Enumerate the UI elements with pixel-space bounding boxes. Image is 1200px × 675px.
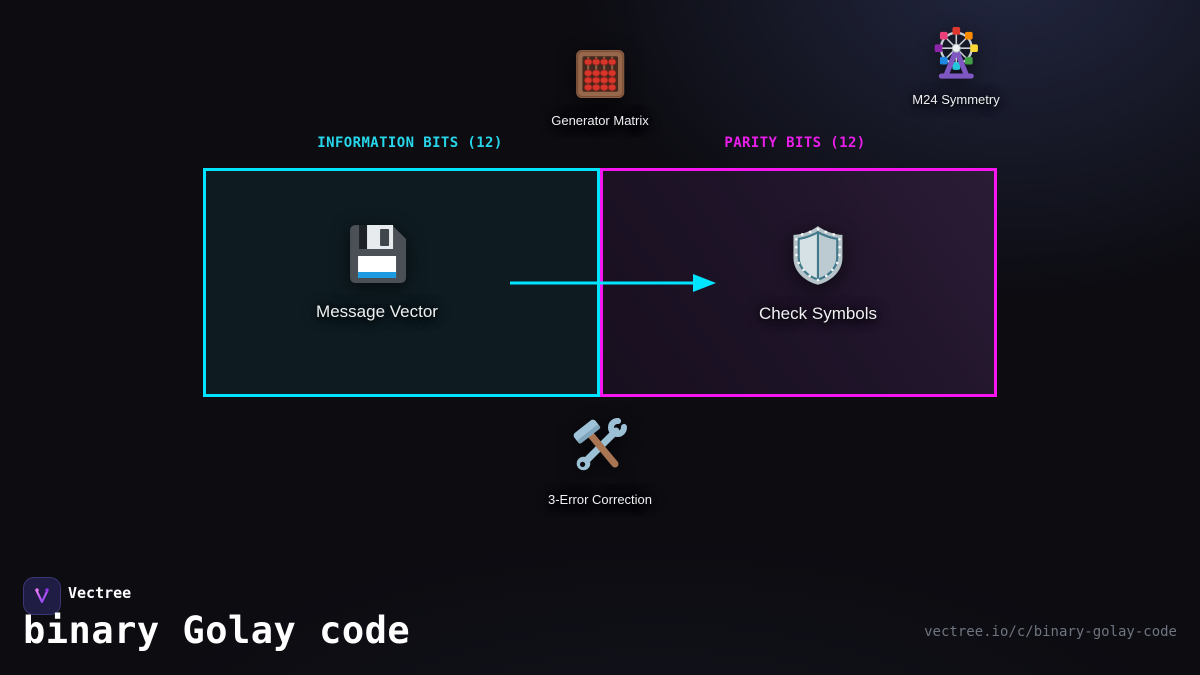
page-url: vectree.io/c/binary-golay-code: [924, 624, 1177, 640]
node-generator-matrix: Generator Matrix: [551, 49, 649, 128]
parity-bits-box: Check Symbols: [600, 168, 997, 397]
vectree-logo: [23, 577, 61, 615]
node-m24-symmetry: M24 Symmetry: [912, 26, 1000, 107]
vectree-logo-icon: [35, 588, 49, 604]
node-error-correction: 3-Error Correction: [548, 416, 652, 507]
error-correction-label: 3-Error Correction: [547, 492, 653, 507]
parity-bits-heading: PARITY BITS (12): [724, 135, 866, 151]
check-symbols-label: Check Symbols: [758, 304, 878, 323]
floppy-disk-icon: [347, 224, 407, 284]
m24-symmetry-label: M24 Symmetry: [912, 92, 1000, 107]
information-bits-heading: INFORMATION BITS (12): [317, 135, 503, 151]
node-message-vector: Message Vector: [316, 224, 438, 321]
encode-arrow-icon: [510, 274, 716, 292]
message-vector-label: Message Vector: [316, 302, 438, 321]
information-bits-box: Message Vector: [203, 168, 600, 397]
generator-matrix-label: Generator Matrix: [551, 113, 649, 128]
ferris-wheel-icon: [931, 26, 981, 80]
brand-name: Vectree: [68, 584, 132, 602]
node-check-symbols: Check Symbols: [759, 224, 877, 323]
hammer-wrench-icon: [570, 416, 630, 476]
shield-icon: [790, 224, 846, 286]
page-title: binary Golay code: [23, 609, 411, 652]
abacus-icon: [575, 49, 625, 99]
